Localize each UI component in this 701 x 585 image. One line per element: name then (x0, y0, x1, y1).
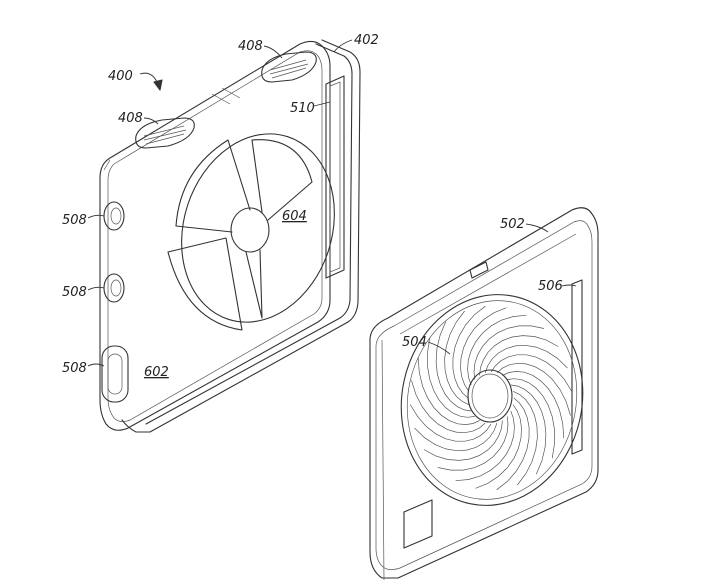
ref-button-top-left-label: 408 (118, 111, 143, 126)
ref-front-panel-label: 602 (144, 365, 169, 380)
ref-slot-label: 510 (290, 101, 315, 116)
fan-blade (502, 371, 565, 439)
fan-blade (484, 344, 568, 374)
fan-blade (507, 378, 555, 459)
side-jack-2 (103, 273, 125, 303)
fan-blade (411, 380, 486, 434)
fan-blade (417, 357, 480, 425)
fan-blade (496, 362, 571, 416)
fan-blade (467, 314, 527, 386)
fan-blade (475, 404, 522, 489)
fan-blade (452, 305, 486, 399)
device-housing (99, 39, 361, 433)
fan-blade (437, 416, 509, 471)
side-jack-1 (103, 201, 125, 231)
ref-jack-1-label: 508 (62, 213, 87, 228)
ref-housing-label: 402 (354, 33, 379, 48)
fan-blade (409, 404, 492, 442)
fan-blade (473, 325, 545, 380)
fan-blade (455, 410, 515, 482)
fan-blade (496, 397, 530, 491)
ref-cover-slot-label: 506 (538, 279, 563, 294)
fan-blade (414, 422, 498, 452)
fan-blade (444, 310, 470, 406)
ref-rotor-label: 604 (282, 209, 307, 224)
fan-blade (435, 321, 472, 412)
fan-blade (479, 335, 559, 376)
top-button-right (261, 51, 317, 83)
ref-fan-label: 504 (402, 335, 427, 350)
fan-blade (427, 337, 475, 418)
fan-blade (510, 384, 547, 475)
ref-device-label: 400 (108, 69, 133, 84)
top-button-left (135, 117, 195, 149)
fan-blade (490, 354, 573, 392)
fan-blade (423, 420, 503, 461)
side-jack-3 (101, 345, 129, 403)
fan-blade (460, 307, 507, 392)
back-cover (369, 207, 599, 581)
ref-jack-3-label: 508 (62, 361, 87, 376)
ref-back-cover-label: 502 (500, 217, 525, 232)
ref-button-top-right-label: 408 (238, 39, 263, 54)
fan-blade (512, 390, 538, 486)
ref-jack-2-label: 508 (62, 285, 87, 300)
